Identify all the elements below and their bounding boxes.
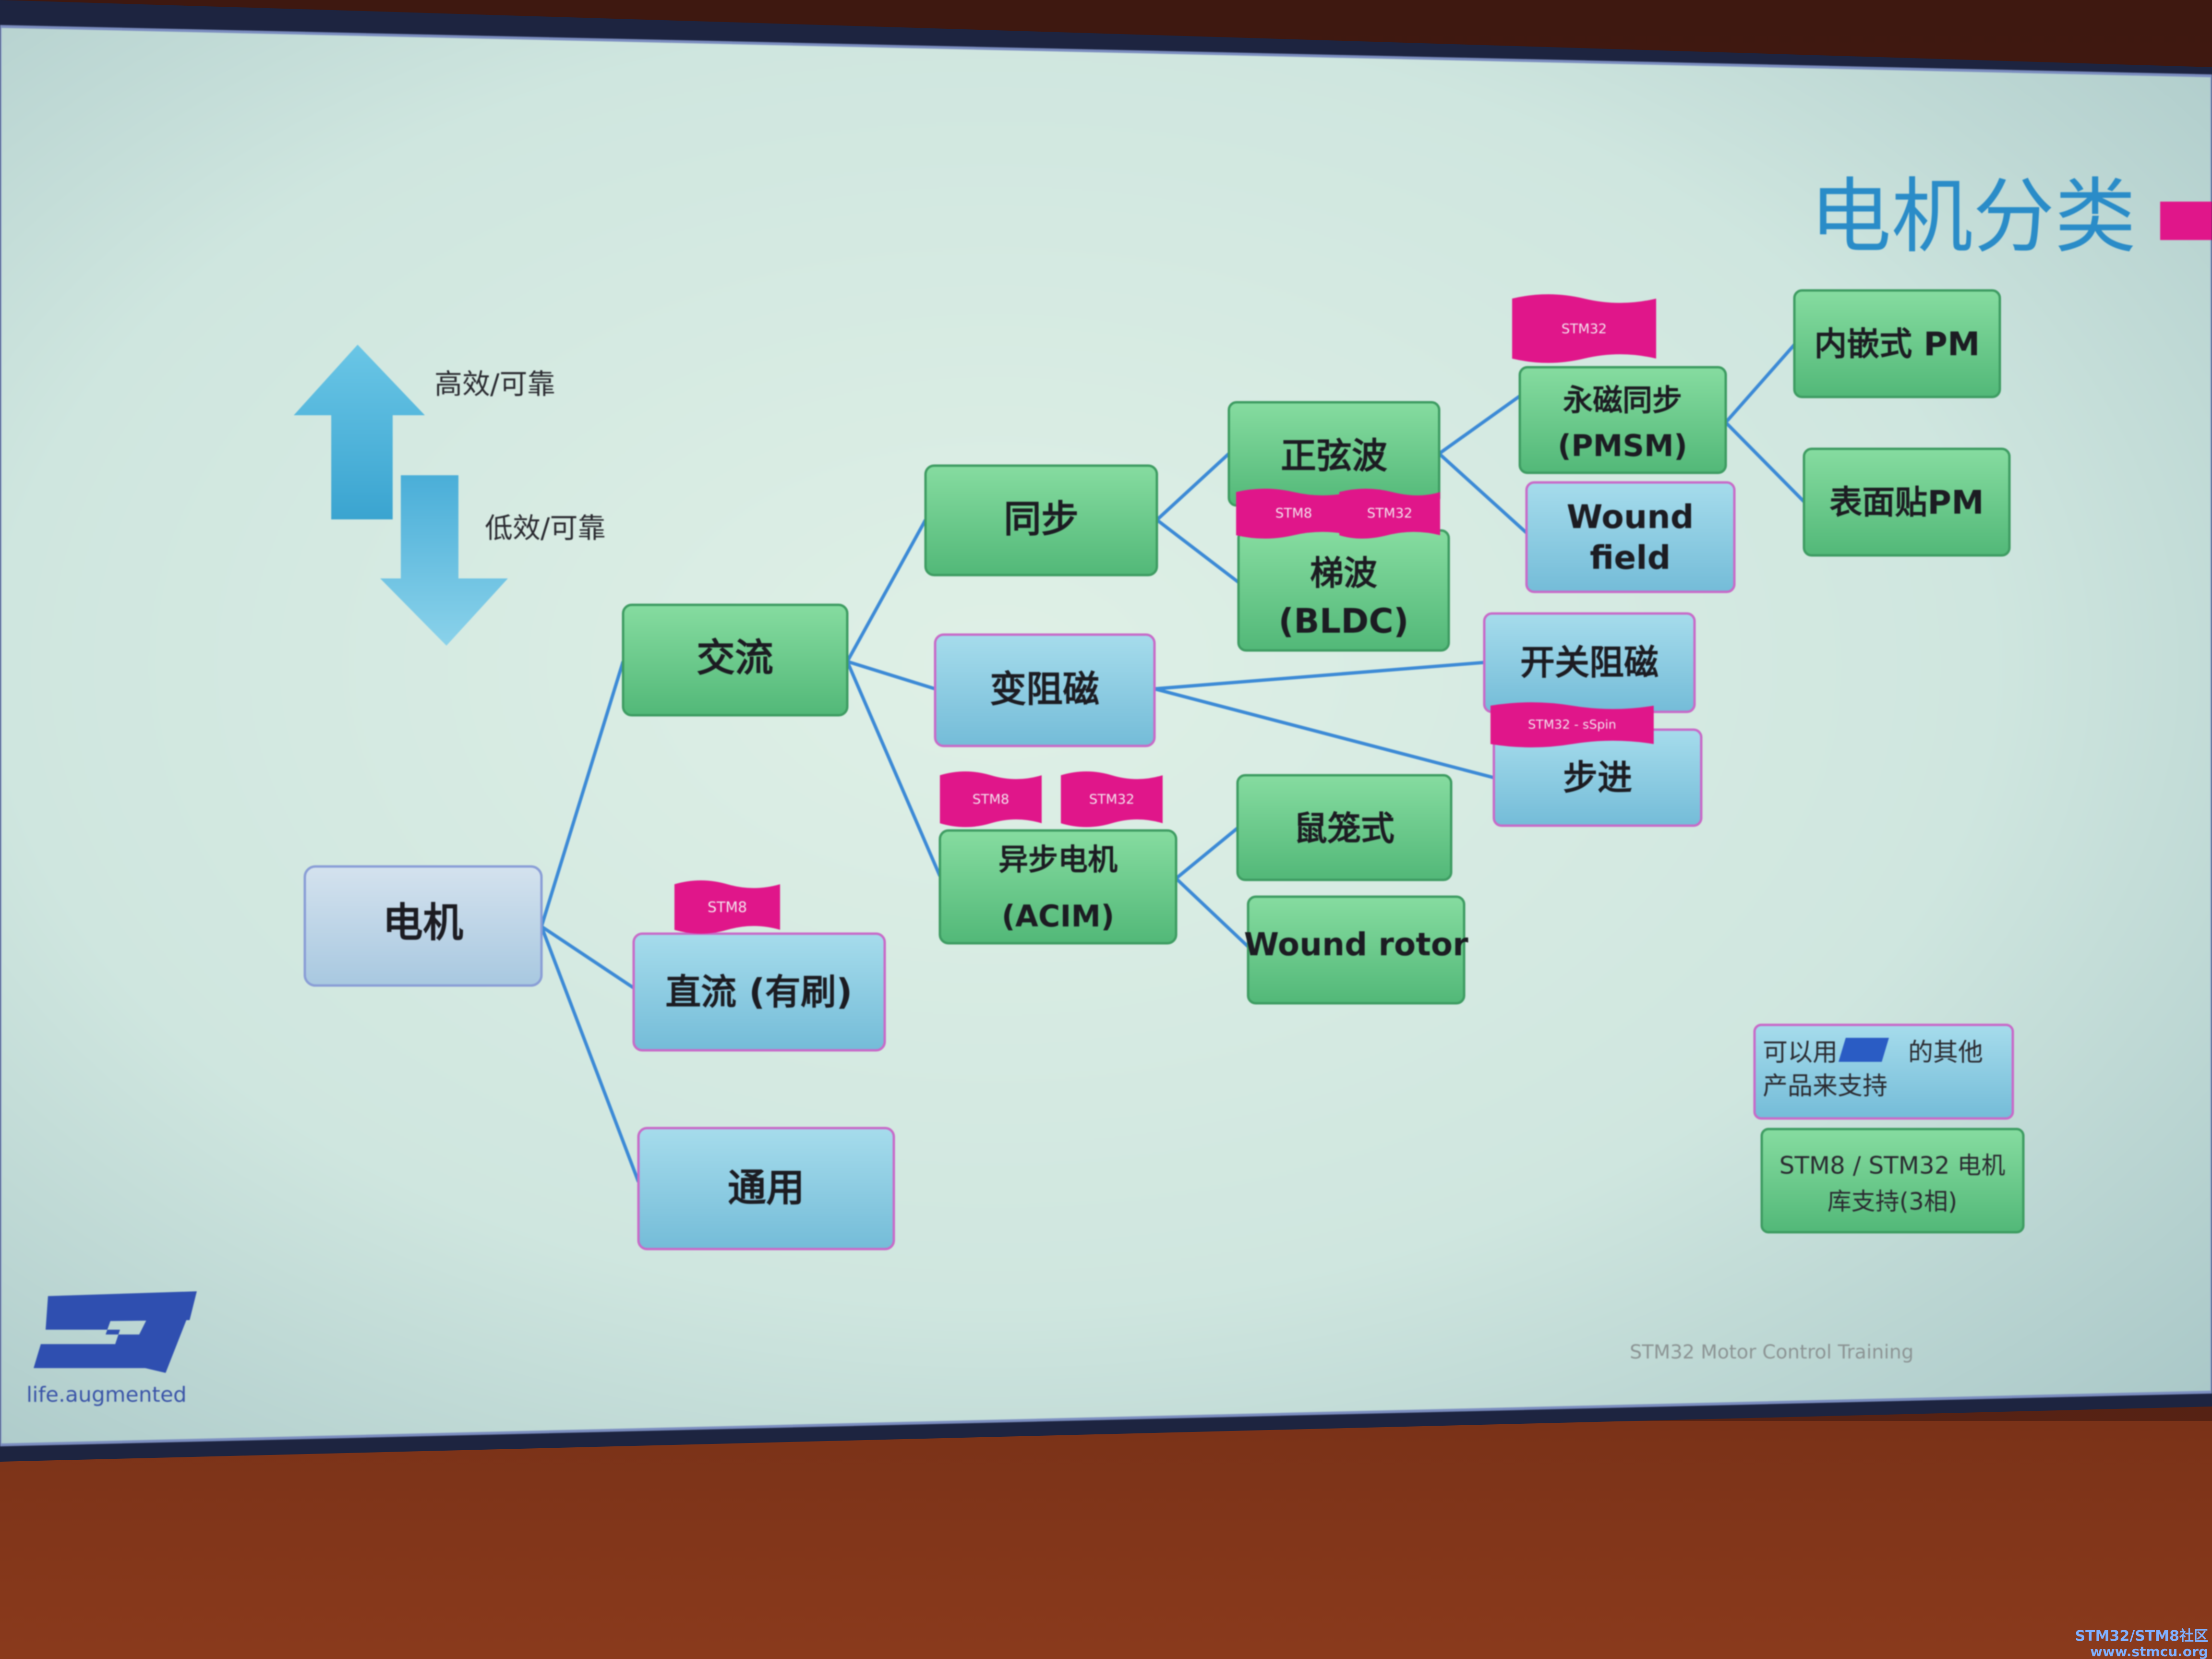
tag-stm32-bldc: STM32 [1339, 489, 1440, 539]
arrow-up-icon [294, 345, 425, 519]
svg-text:STM8 / STM32 电机: STM8 / STM32 电机 [1779, 1152, 2006, 1179]
node-dc-brushed[interactable]: 直流 (有刷) [632, 932, 886, 1052]
node-squirrel-cage[interactable]: 鼠笼式 [1236, 774, 1453, 881]
svg-text:直流 (有刷): 直流 (有刷) [665, 972, 852, 1013]
svg-text:步进: 步进 [1563, 757, 1632, 798]
tree-connectors [540, 343, 1805, 1183]
svg-text:产品来支持: 产品来支持 [1763, 1072, 1887, 1101]
st-logo-icon [1839, 1038, 1889, 1062]
node-sync[interactable]: 同步 [924, 464, 1158, 577]
tag-stm8-bldc: STM8 [1236, 489, 1351, 539]
svg-text:field: field [1590, 539, 1671, 577]
svg-text:life.augmented: life.augmented [26, 1382, 187, 1407]
arrow-up-label: 高效/可靠 [434, 368, 555, 400]
svg-text:(ACIM): (ACIM) [1002, 899, 1115, 934]
svg-text:异步电机: 异步电机 [998, 842, 1118, 877]
node-universal[interactable]: 通用 [637, 1127, 895, 1250]
node-interior-pm[interactable]: 内嵌式 PM [1793, 289, 2001, 398]
title-accent-bar [2160, 202, 2212, 240]
node-pmsm[interactable]: 永磁同步 (PMSM) [1518, 366, 1727, 474]
svg-text:STM32: STM32 [1367, 505, 1413, 521]
svg-text:变阻磁: 变阻磁 [990, 668, 1099, 710]
svg-text:可以用: 可以用 [1763, 1038, 1838, 1067]
svg-text:内嵌式 PM: 内嵌式 PM [1814, 325, 1980, 363]
st-brand-logo: life.augmented [26, 1291, 197, 1407]
svg-text:梯波: 梯波 [1310, 553, 1377, 593]
efficiency-arrows: 高效/可靠 低效/可靠 [294, 345, 606, 646]
tag-stm8-dc: STM8 [674, 880, 780, 934]
svg-text:Wound rotor: Wound rotor [1244, 926, 1468, 963]
slide-title: 电机分类 [1810, 169, 2212, 264]
tag-stm32-spin-stepper: STM32 - sSpin [1491, 702, 1654, 747]
slide-footer: STM32 Motor Control Training [1630, 1341, 1913, 1363]
svg-text:STM8: STM8 [708, 899, 747, 916]
svg-text:STM8: STM8 [973, 791, 1010, 807]
svg-text:永磁同步: 永磁同步 [1563, 383, 1682, 418]
svg-text:STM32 - sSpin: STM32 - sSpin [1528, 718, 1616, 732]
svg-text:开关阻磁: 开关阻磁 [1520, 642, 1659, 683]
svg-text:(BLDC): (BLDC) [1278, 601, 1408, 641]
svg-text:同步: 同步 [1004, 498, 1079, 541]
node-sine[interactable]: 正弦波 [1227, 401, 1441, 507]
svg-text:STM32/STM8社区: STM32/STM8社区 [2075, 1628, 2208, 1645]
svg-text:通用: 通用 [728, 1166, 805, 1210]
node-ac[interactable]: 交流 [622, 603, 849, 717]
svg-text:STM32: STM32 [1562, 321, 1607, 337]
svg-text:STM8: STM8 [1275, 505, 1312, 521]
node-acim[interactable]: 异步电机 (ACIM) [938, 829, 1178, 945]
svg-text:电机分类: 电机分类 [1810, 169, 2136, 264]
svg-text:的其他: 的其他 [1908, 1038, 1983, 1067]
arrow-down-label: 低效/可靠 [485, 512, 606, 544]
tag-stm32-acim: STM32 [1061, 771, 1163, 827]
svg-text:www.stmcu.org: www.stmcu.org [2090, 1644, 2208, 1659]
svg-text:库支持(3相): 库支持(3相) [1827, 1188, 1958, 1215]
arrow-down-icon [380, 475, 508, 646]
node-surface-pm[interactable]: 表面贴PM [1803, 447, 2011, 557]
node-wound-field[interactable]: Wound field [1525, 481, 1736, 593]
svg-text:表面贴PM: 表面贴PM [1829, 484, 1984, 522]
svg-text:电机: 电机 [383, 899, 463, 946]
svg-text:Wound: Wound [1567, 498, 1694, 536]
legend-blue: 可以用 的其他 产品来支持 [1753, 1023, 2014, 1120]
svg-text:鼠笼式: 鼠笼式 [1294, 809, 1395, 848]
node-wound-rotor[interactable]: Wound rotor [1244, 895, 1468, 1005]
svg-text:正弦波: 正弦波 [1281, 435, 1387, 477]
node-motor[interactable]: 电机 [303, 865, 543, 987]
svg-text:交流: 交流 [697, 636, 773, 680]
node-variable-reluctance[interactable]: 变阻磁 [934, 633, 1156, 747]
legend-green: STM8 / STM32 电机 库支持(3相) [1760, 1128, 2025, 1234]
svg-text:(PMSM): (PMSM) [1558, 428, 1687, 463]
tag-stm32-pmsm: STM32 [1512, 294, 1656, 363]
node-switched-reluctance[interactable]: 开关阻磁 [1483, 612, 1696, 713]
svg-text:STM32: STM32 [1089, 791, 1135, 807]
tag-stm8-acim: STM8 [940, 771, 1042, 827]
node-trapezoidal-bldc[interactable]: 梯波 (BLDC) [1237, 529, 1450, 652]
